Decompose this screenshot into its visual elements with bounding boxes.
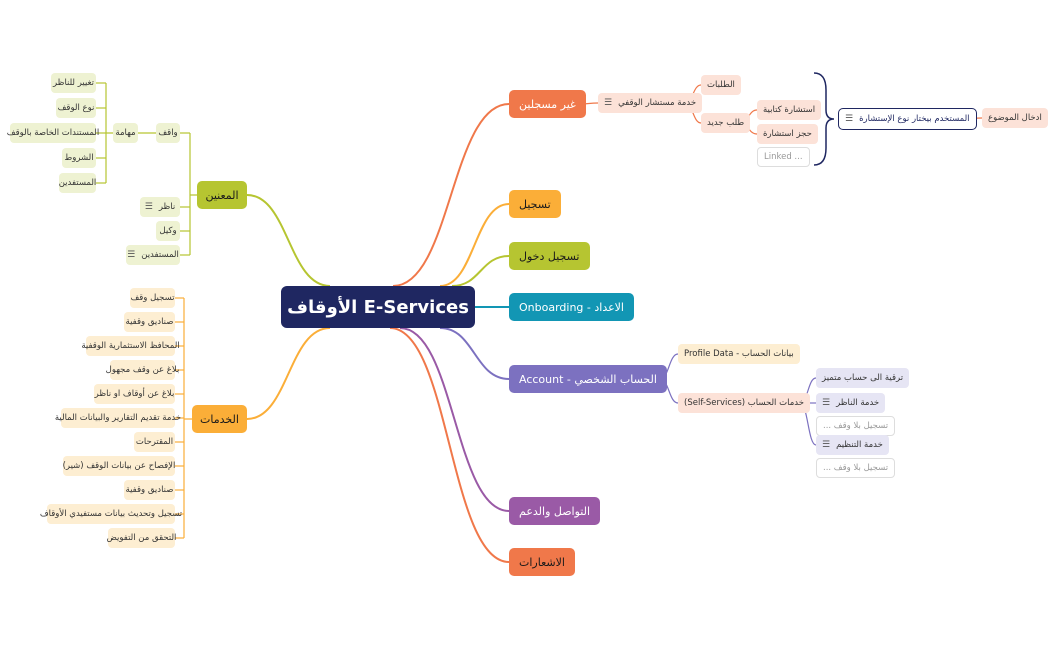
service-item[interactable]: المقترحات [134,432,175,452]
task-item[interactable]: المستندات الخاصة بالوقف [7,123,99,143]
waqf-service-node[interactable]: خدمة التنظيم ☰ [816,435,889,455]
branch-contact[interactable]: التواصل والدعم [509,497,601,525]
task-item[interactable]: نوع الوقف [56,98,96,118]
root-label: E-Services الأوقاف [287,296,469,318]
branch-register[interactable]: تسجيل [509,190,561,218]
service-item[interactable]: التحقق من التفويض [107,528,176,548]
written-consultation-node[interactable]: استشارة كتابية [757,100,822,120]
service-item[interactable]: صناديق وقفية [124,480,175,500]
service-item[interactable]: تسجيل وقف [130,288,175,308]
link-account [439,327,510,380]
new-request-node[interactable]: طلب جديد [701,113,751,133]
task-item[interactable]: الشروط [62,148,96,168]
link-register [439,203,510,287]
nazir-service-node[interactable]: خدمة الناظر ☰ [816,393,886,413]
profile-data-node[interactable]: بيانات الحساب - Profile Data [678,344,800,364]
service-item[interactable]: بلاغ عن وقف مجهول [106,360,179,380]
branch-notifications[interactable]: الاشعارات [509,548,575,576]
branch-services[interactable]: الخدمات [192,405,247,433]
notes-icon: ☰ [822,440,831,450]
requests-node[interactable]: الطلبات [701,75,741,95]
bracket-concerned [189,133,197,255]
notes-icon: ☰ [604,98,613,108]
waqf-linked-node[interactable]: تسجيل بلا وقف ... [816,458,896,478]
service-item[interactable]: خدمة تقديم التقارير والبيانات المالية [55,408,181,428]
notes-icon: ☰ [822,398,831,408]
link-notifications [389,327,510,563]
link-contact [399,327,510,512]
link-services [246,327,331,420]
bracket-services [183,298,192,538]
user-selects-node[interactable]: المستخدم بيختار نوع الإستشارة ☰ [838,108,977,130]
summary-brace [813,72,835,166]
service-item[interactable]: صناديق وقفية [124,312,175,332]
branch-onboarding[interactable]: الاعداد - Onboarding [509,293,634,321]
task-item[interactable]: تغيير للناظر [51,73,96,93]
bracket-tasks [105,83,113,183]
link-login [451,255,510,287]
branch-account[interactable]: الحساب الشخصي - Account [509,365,667,393]
upgrade-node[interactable]: ترقية الى حساب متميز [816,368,910,388]
link-concerned [246,194,331,287]
branch-unregistered[interactable]: غير مسجلين [509,90,586,118]
notes-icon: ☰ [144,202,153,212]
notes-icon: ☰ [127,250,136,260]
service-item[interactable]: المحافظ الاستثمارية الوقفية [81,336,180,356]
service-item[interactable]: الإفصاح عن بيانات الوقف (شير) [63,456,175,476]
service-item[interactable]: بلاغ عن أوقاف او ناظر [94,384,175,404]
agent-node[interactable]: وكيل [156,221,180,241]
linked-node[interactable]: Linked ... [757,147,810,167]
tasks-node[interactable]: مهامة [113,123,138,143]
waqif-node[interactable]: واقف [156,123,180,143]
beneficiaries-node[interactable]: المستفدين ☰ [126,245,180,265]
book-consultation-node[interactable]: حجز استشارة [757,124,818,144]
link-unregistered [392,103,510,287]
branch-login[interactable]: تسجيل دخول [509,242,590,270]
consultant-service-node[interactable]: خدمة مستشار الوقفي ☰ [598,93,703,113]
nazir-node[interactable]: ناظر ☰ [140,197,180,217]
self-services-node[interactable]: خدمات الحساب (Self-Services) [678,393,810,413]
notes-icon: ☰ [845,114,854,124]
root-node[interactable]: E-Services الأوقاف [281,286,475,328]
branch-concerned[interactable]: المعنين [197,181,247,209]
task-item[interactable]: المستفدين [59,173,96,193]
service-item[interactable]: تسجيل وتحديث بيانات مستفيدي الأوقاف [40,504,182,524]
nazir-linked-node[interactable]: تسجيل بلا وقف ... [816,416,896,436]
enter-topic-node[interactable]: ادخال الموضوع [982,108,1048,128]
